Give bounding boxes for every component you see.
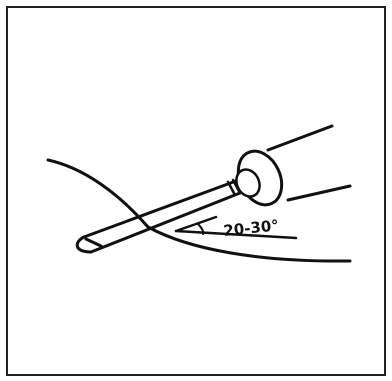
skin-surface-upper — [48, 160, 148, 227]
angle-marker-upper — [176, 217, 216, 231]
syringe-barrel-bottom — [288, 186, 350, 200]
syringe-barrel-top — [268, 126, 332, 150]
